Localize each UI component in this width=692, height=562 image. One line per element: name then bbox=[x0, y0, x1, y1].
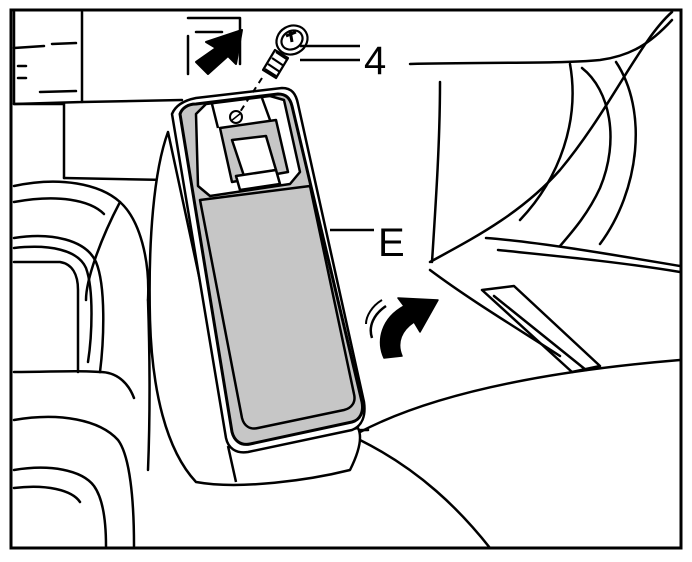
lower-left-trim bbox=[12, 180, 151, 548]
screw-icon bbox=[261, 24, 309, 80]
callout-label-screw: 4 bbox=[364, 39, 386, 83]
console-slot bbox=[480, 284, 602, 374]
mount-housing bbox=[148, 130, 362, 487]
rotate-direction-arrow-icon bbox=[365, 297, 439, 359]
panel-inner-face bbox=[198, 184, 356, 430]
dashboard-unit bbox=[12, 10, 184, 182]
upper-bracket bbox=[186, 16, 242, 76]
center-console-panel bbox=[408, 10, 682, 274]
panel-e bbox=[170, 86, 366, 454]
lift-direction-arrow-icon bbox=[195, 29, 243, 75]
callout-label-panel: E bbox=[378, 221, 405, 265]
screw-alignment-dashed-line bbox=[239, 77, 263, 113]
figure-frame bbox=[9, 8, 683, 550]
panel-clip bbox=[194, 94, 302, 198]
